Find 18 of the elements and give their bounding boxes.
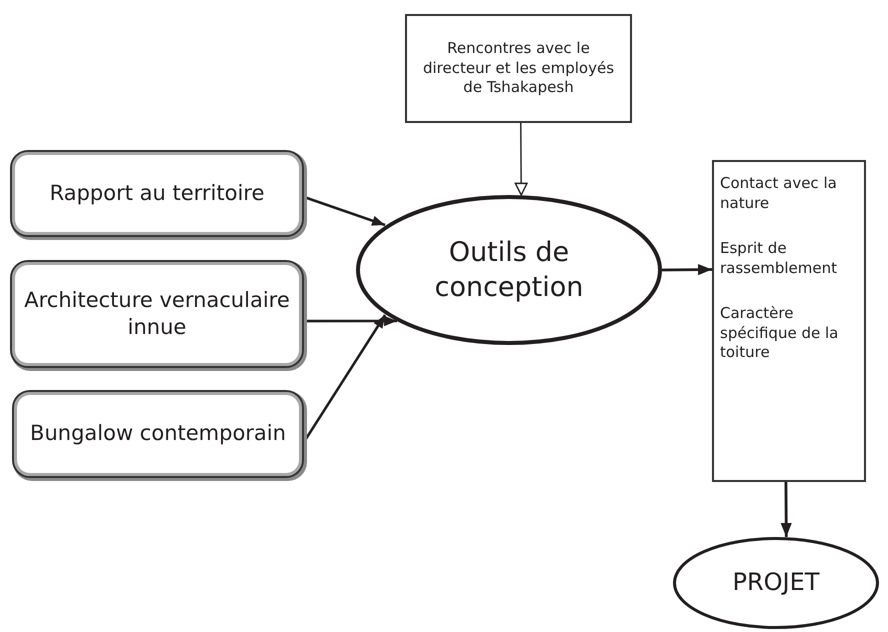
criteria-box [712, 160, 866, 482]
box-text: Rapport au territoire [50, 180, 264, 207]
arrow [514, 123, 528, 196]
source-box [405, 14, 632, 123]
criterion-text: Contact avec la nature [720, 174, 838, 213]
ellipse-text: Outils de conception [434, 236, 584, 305]
criterion-text: Caractère spécifique de la toiture [720, 304, 840, 362]
input-box [12, 390, 304, 478]
arrow [304, 316, 397, 326]
arrow [780, 482, 792, 537]
arrow [662, 264, 712, 276]
criterion-text: Esprit de rassemblement [720, 239, 838, 278]
box-text: Rencontres avec le directeur et les employés de Tshakapesh [422, 39, 616, 98]
input-box [10, 150, 304, 237]
ellipse-text: PROJET [732, 567, 820, 598]
box-text: Bungalow contemporain [29, 420, 287, 448]
box-text: Architecture vernaculaire innue [23, 286, 291, 341]
input-box [10, 260, 304, 368]
